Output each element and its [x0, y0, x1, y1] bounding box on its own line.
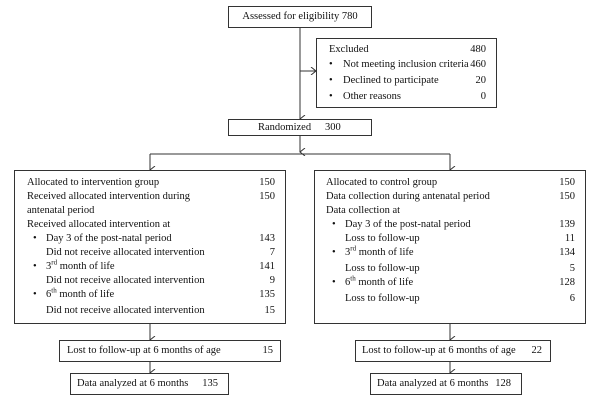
- control-analyzed-label: Data analyzed at 6 months: [377, 378, 489, 389]
- bullet: •: [332, 247, 336, 258]
- intervention-line: Allocated to intervention group: [27, 177, 160, 188]
- intervention-line-count: 150: [259, 191, 275, 202]
- intervention-line: Received allocated intervention during: [27, 191, 190, 202]
- control-lost-box: Lost to follow-up at 6 months of age 22: [355, 340, 551, 362]
- excluded-reason-label: Other reasons: [343, 91, 402, 102]
- excluded-box: Excluded 480 • Not meeting inclusion cri…: [316, 38, 497, 108]
- intervention-analyzed-box: Data analyzed at 6 months 135: [70, 373, 229, 395]
- intervention-line: Day 3 of the post-natal period: [46, 233, 172, 244]
- intervention-line-count: 15: [264, 305, 276, 316]
- intervention-lost-box: Lost to follow-up at 6 months of age 15: [59, 340, 281, 362]
- control-line: 3rd month of life: [345, 244, 414, 258]
- intervention-lost-label: Lost to follow-up at 6 months of age: [67, 345, 221, 356]
- randomized-label: Randomized: [258, 122, 312, 133]
- control-line-count: 5: [569, 263, 575, 274]
- intervention-line-count: 141: [259, 261, 275, 272]
- control-line-count: 139: [559, 219, 575, 230]
- bullet: •: [33, 233, 37, 244]
- control-line: Allocated to control group: [326, 177, 438, 188]
- intervention-line: Did not receive allocated intervention: [46, 247, 205, 258]
- control-line-count: 11: [564, 233, 575, 244]
- control-line: Day 3 of the post-natal period: [345, 219, 471, 230]
- control-line-count: 128: [559, 277, 575, 288]
- intervention-group-box: Allocated to intervention group 150 Rece…: [14, 170, 286, 324]
- excluded-reason-label: Declined to participate: [343, 75, 439, 86]
- control-line-count: 134: [559, 247, 575, 258]
- excluded-reason-count: 0: [480, 91, 486, 102]
- control-line: Loss to follow-up: [345, 233, 420, 244]
- intervention-line: 3rd month of life: [46, 258, 115, 272]
- control-line-count: 150: [559, 191, 575, 202]
- control-line-count: 6: [569, 293, 575, 304]
- control-lost-label: Lost to follow-up at 6 months of age: [362, 345, 516, 356]
- control-line-count: 150: [559, 177, 575, 188]
- bullet: •: [329, 59, 333, 70]
- bullet: •: [332, 277, 336, 288]
- bullet: •: [329, 75, 333, 86]
- intervention-line-count: 135: [259, 289, 275, 300]
- intervention-line: 6th month of life: [46, 286, 115, 300]
- intervention-line: Did not receive allocated intervention: [46, 305, 205, 316]
- intervention-line-count: 150: [259, 177, 275, 188]
- intervention-line-count: 9: [269, 275, 275, 286]
- excluded-reason-count: 460: [470, 59, 486, 70]
- intervention-analyzed-count: 135: [202, 378, 218, 389]
- bullet: •: [329, 91, 333, 102]
- control-lost-count: 22: [531, 345, 543, 356]
- excluded-count: 480: [470, 44, 486, 55]
- control-group-box: Allocated to control group 150 Data coll…: [314, 170, 586, 324]
- excluded-reason-label: Not meeting inclusion criteria: [343, 59, 469, 70]
- assessed-box: Assessed for eligibility 780: [228, 6, 372, 28]
- control-analyzed-box: Data analyzed at 6 months 128: [370, 373, 522, 395]
- randomized-count: 300: [325, 122, 341, 133]
- assessed-text: Assessed for eligibility 780: [242, 11, 358, 22]
- intervention-line-count: 7: [269, 247, 275, 258]
- control-line: Data collection at: [326, 205, 401, 216]
- intervention-lost-count: 15: [262, 345, 274, 356]
- control-analyzed-count: 128: [495, 378, 511, 389]
- control-line: Loss to follow-up: [345, 293, 420, 304]
- intervention-analyzed-label: Data analyzed at 6 months: [77, 378, 189, 389]
- excluded-reason-count: 20: [475, 75, 487, 86]
- bullet: •: [332, 219, 336, 230]
- control-line: 6th month of life: [345, 274, 414, 288]
- bullet: •: [33, 289, 37, 300]
- control-line: Data collection during antenatal period: [326, 191, 490, 202]
- intervention-line: antenatal period: [27, 205, 95, 216]
- control-line: Loss to follow-up: [345, 263, 420, 274]
- intervention-line: Received allocated intervention at: [27, 219, 171, 230]
- bullet: •: [33, 261, 37, 272]
- intervention-line-count: 143: [259, 233, 275, 244]
- excluded-title: Excluded: [329, 44, 369, 55]
- randomized-box: Randomized 300: [228, 119, 372, 136]
- intervention-line: Did not receive allocated intervention: [46, 275, 205, 286]
